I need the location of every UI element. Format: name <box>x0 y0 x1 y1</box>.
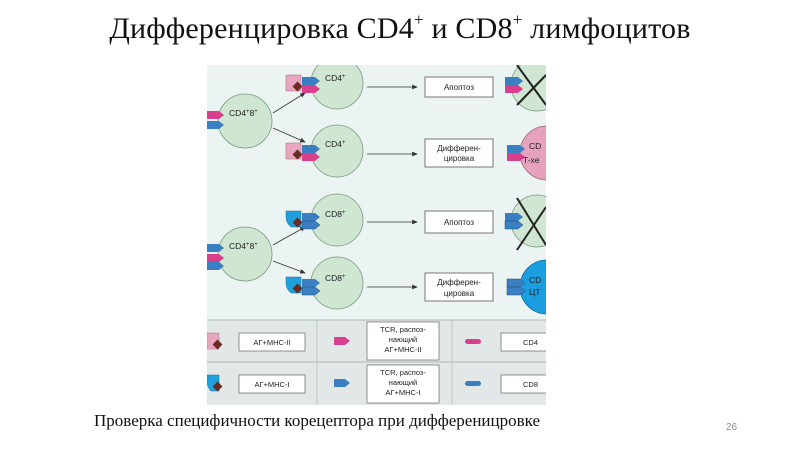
outcome-box <box>424 76 494 98</box>
outcome-label: Апоптоз <box>444 83 474 92</box>
legend-label: нающий <box>389 378 418 387</box>
branch-bottom-differentiation: CD8+ Дифферен- цировка CD ЦТ <box>285 256 546 315</box>
outcome-box <box>424 138 494 168</box>
title-part: и CD8 <box>423 12 513 45</box>
tcr-cd4-icon <box>302 77 320 93</box>
legend-label: TCR, распоз- <box>380 325 426 334</box>
outcome-label: Апоптоз <box>444 218 474 227</box>
legend-box <box>238 332 306 352</box>
source-cell-bottom: CD4+8+ <box>207 226 273 282</box>
branch-top-differentiation: CD4+ Дифферен- цировка CD T-хе <box>285 124 546 181</box>
legend-row-mhc1: АГ+МНС-I TCR, распоз- нающий АГ+МНС-I CD… <box>207 364 546 404</box>
branch-top-apoptosis: CD4+ Апоптоз <box>285 65 546 112</box>
outcome-box <box>424 210 494 234</box>
helper-cell-icon: CD T-хе <box>507 125 546 181</box>
source-cell-label: CD4+8+ <box>229 241 258 251</box>
result-cell-label: T-хе <box>523 155 540 165</box>
source-cell-top: CD4+8+ <box>207 93 273 149</box>
legend-box <box>238 374 306 394</box>
cd8-icon <box>465 381 481 386</box>
legend-label: АГ+МНС-II <box>253 338 290 347</box>
legend-label: TCR, распоз- <box>380 368 426 377</box>
coreceptor-icon <box>207 111 224 129</box>
outcome-box <box>424 272 494 302</box>
result-cell-label: CD <box>529 141 541 151</box>
mhc1-antigen-icon <box>285 276 303 294</box>
panel-top: CD4+8+ CD4+ Апоптоз <box>207 65 546 181</box>
legend-label: АГ+МНС-II <box>384 345 421 354</box>
mhc2-antigen-icon <box>285 142 303 160</box>
legend-box <box>366 321 440 361</box>
legend-row-mhc2: АГ+МНС-II TCR, распоз- нающий АГ+МНС-II … <box>207 321 546 361</box>
outcome-label: цировка <box>444 154 475 163</box>
outcome-label: цировка <box>444 289 475 298</box>
title-superscript: + <box>413 10 424 29</box>
legend-box <box>366 364 440 404</box>
branch-arrow <box>272 226 306 246</box>
legend-label: CD4 <box>523 338 538 347</box>
dying-cell-icon <box>505 65 546 112</box>
tcr-cd8-icon <box>301 213 321 230</box>
tcr-icon <box>334 337 350 345</box>
result-cell-label: CD <box>529 275 541 285</box>
mhc2-antigen-icon <box>285 74 303 92</box>
title-superscript: + <box>512 10 523 29</box>
legend-box <box>500 332 546 352</box>
legend-label: АГ+МНС-I <box>385 388 420 397</box>
branch-arrow <box>272 127 306 143</box>
dying-cell-icon <box>504 194 546 251</box>
page-number: 26 <box>726 422 738 433</box>
selection-diagram: CD4+8+ CD4+ Апоптоз <box>207 65 546 405</box>
tcr-icon <box>334 379 350 387</box>
panel-bottom: CD4+8+ CD8+ Апоптоз <box>207 193 546 315</box>
cell-label: CD4+ <box>325 139 346 149</box>
outcome-label: Дифферен- <box>437 144 481 153</box>
branch-arrow <box>272 92 306 114</box>
legend-label: АГ+МНС-I <box>254 380 289 389</box>
coreceptor-icon <box>207 244 224 270</box>
tcr-cd8-icon <box>301 279 321 296</box>
tcr-cd4-icon <box>302 145 320 161</box>
slide-title: Дифференцировка CD4+ и CD8+ лимфоцитов <box>0 10 800 46</box>
branch-bottom-apoptosis: CD8+ Апоптоз <box>285 193 546 251</box>
mhc2-antigen-icon <box>207 332 223 350</box>
mhc1-antigen-icon <box>285 210 303 228</box>
cell-label: CD4+ <box>325 73 346 83</box>
legend: АГ+МНС-II TCR, распоз- нающий АГ+МНС-II … <box>207 321 546 404</box>
branch-arrow <box>272 260 306 274</box>
outcome-label: Дифферен- <box>437 278 481 287</box>
source-cell-label: CD4+8+ <box>229 108 258 118</box>
slide-caption: Проверка специфичности корецептора при д… <box>94 411 541 430</box>
cd4-icon <box>465 339 481 344</box>
result-cell-label: ЦТ <box>529 287 540 297</box>
cytotoxic-cell-icon: CD ЦТ <box>506 259 546 315</box>
cell-label: CD8+ <box>325 273 346 283</box>
legend-label: нающий <box>389 335 418 344</box>
cell-label: CD8+ <box>325 209 346 219</box>
title-part: лимфоцитов <box>522 12 691 45</box>
title-part: Дифференцировка CD4 <box>109 12 414 45</box>
legend-label: CD8 <box>523 380 538 389</box>
legend-box <box>500 374 546 394</box>
